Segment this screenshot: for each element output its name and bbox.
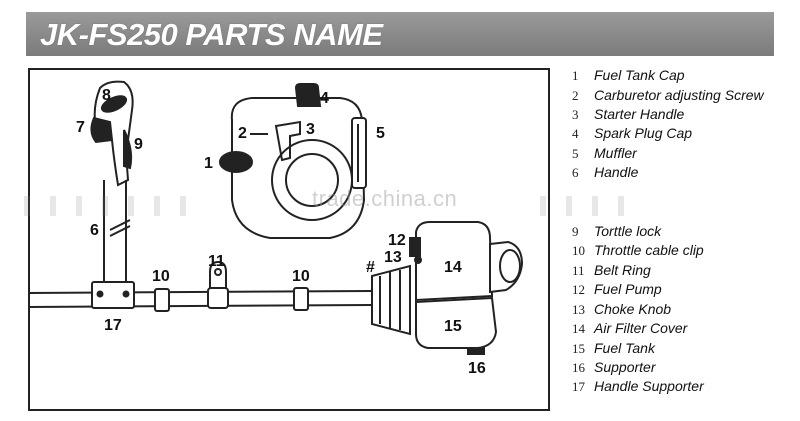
callout-6: 6: [90, 222, 99, 239]
callout-15: 15: [444, 318, 462, 335]
watermark-dots-left: [24, 196, 204, 216]
handle-assembly: [90, 80, 135, 309]
callout-10a: 10: [152, 268, 170, 285]
drive-shaft: [27, 290, 373, 308]
engine-top-view: [219, 83, 367, 239]
cable-clips: [154, 260, 309, 312]
callout-7: 7: [76, 119, 85, 136]
callout-5: 5: [376, 125, 385, 142]
title-banner: JK-FS250 PARTS NAME: [26, 12, 774, 56]
callout-1: 1: [204, 155, 213, 172]
callout-hash: #: [366, 259, 375, 276]
callout-9: 9: [134, 136, 143, 153]
engine-side-view: [371, 221, 524, 355]
callout-12: 12: [388, 232, 406, 249]
callout-14: 14: [444, 259, 462, 276]
callout-13: 13: [384, 249, 402, 266]
watermark: trade.china.cn: [312, 186, 458, 211]
callout-11: 11: [208, 253, 225, 270]
callout-8: 8: [102, 87, 111, 104]
callout-2: 2: [238, 125, 247, 142]
callout-10b: 10: [292, 268, 310, 285]
callout-4: 4: [320, 90, 329, 107]
watermark-dots-right: [540, 196, 640, 216]
callout-labels: 1 2 3 4 5 6 7 8 9 10 10 11 12 13 14 15 1…: [76, 87, 486, 377]
page-title: JK-FS250 PARTS NAME: [40, 17, 383, 52]
callout-3: 3: [306, 121, 315, 138]
callout-17: 17: [104, 317, 122, 334]
callout-16: 16: [468, 360, 486, 377]
